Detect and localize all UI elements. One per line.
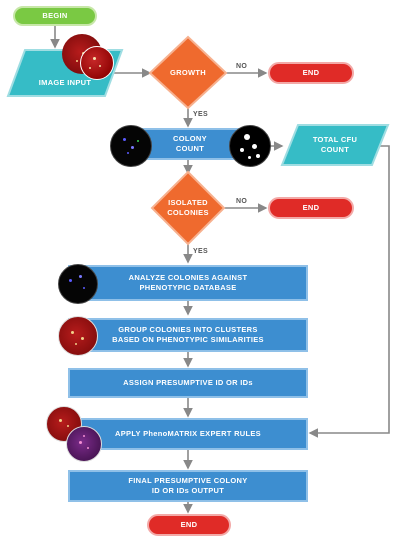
- apply-node: APPLY PhenoMATRIX EXPERT RULES: [68, 418, 308, 450]
- colony-image-binary: [229, 125, 271, 167]
- growth-label: GROWTH: [170, 68, 206, 78]
- end-node-1: END: [268, 62, 354, 84]
- group-image: [58, 316, 98, 356]
- analyze-line1: ANALYZE COLONIES AGAINST: [128, 273, 248, 283]
- isolated-diamond-shape: [150, 170, 226, 246]
- total-cfu-line1: TOTAL CFU: [312, 135, 358, 145]
- image-input-label: IMAGE INPUT: [38, 78, 92, 88]
- end-node-2: END: [268, 197, 354, 219]
- growth-diamond-shape: [148, 35, 228, 110]
- total-cfu-node: TOTAL CFU COUNT: [290, 130, 380, 160]
- isolated-line2: COLONIES: [167, 208, 209, 217]
- colony-image-dark: [110, 125, 152, 167]
- final-line2: ID OR IDs OUTPUT: [151, 486, 225, 495]
- end-label-3: END: [180, 520, 198, 530]
- growth-yes-label: YES: [193, 111, 208, 118]
- final-line1: FINAL PRESUMPTIVE COLONY: [128, 476, 248, 486]
- analyze-line2: PHENOTYPIC DATABASE: [139, 283, 237, 292]
- isolated-line1: ISOLATED: [168, 198, 208, 208]
- growth-node: GROWTH: [158, 66, 218, 80]
- analyze-node: ANALYZE COLONIES AGAINST PHENOTYPIC DATA…: [68, 265, 308, 301]
- isolated-no-label: NO: [236, 198, 248, 205]
- colony-count-line2: COUNT: [175, 144, 205, 153]
- assign-node: ASSIGN PRESUMPTIVE ID OR IDs: [68, 368, 308, 398]
- edge-cfu-apply: [308, 145, 390, 438]
- group-line1: GROUP COLONIES INTO CLUSTERS: [118, 325, 258, 335]
- group-node: GROUP COLONIES INTO CLUSTERS BASED ON PH…: [68, 318, 308, 352]
- apply-image-purple: [66, 426, 102, 462]
- begin-label: BEGIN: [42, 11, 68, 21]
- analyze-image: [58, 264, 98, 304]
- growth-no-label: NO: [236, 63, 248, 70]
- group-line2: BASED ON PHENOTYPIC SIMILARITIES: [112, 335, 264, 344]
- plate-image-red-2: [80, 46, 114, 80]
- assign-label: ASSIGN PRESUMPTIVE ID OR IDs: [123, 378, 253, 388]
- end-node-3: END: [147, 514, 231, 536]
- end-label-2: END: [302, 203, 320, 213]
- total-cfu-line2: COUNT: [320, 145, 350, 154]
- isolated-yes-label: YES: [193, 248, 208, 255]
- total-cfu-shape: [280, 124, 390, 166]
- apply-label: APPLY PhenoMATRIX EXPERT RULES: [115, 429, 261, 439]
- isolated-colonies-node: ISOLATED COLONIES: [155, 196, 221, 220]
- end-label-1: END: [302, 68, 320, 78]
- colony-count-line1: COLONY: [173, 134, 207, 144]
- final-output-node: FINAL PRESUMPTIVE COLONY ID OR IDs OUTPU…: [68, 470, 308, 502]
- begin-node: BEGIN: [13, 6, 97, 26]
- image-input-node: IMAGE INPUT: [20, 76, 110, 90]
